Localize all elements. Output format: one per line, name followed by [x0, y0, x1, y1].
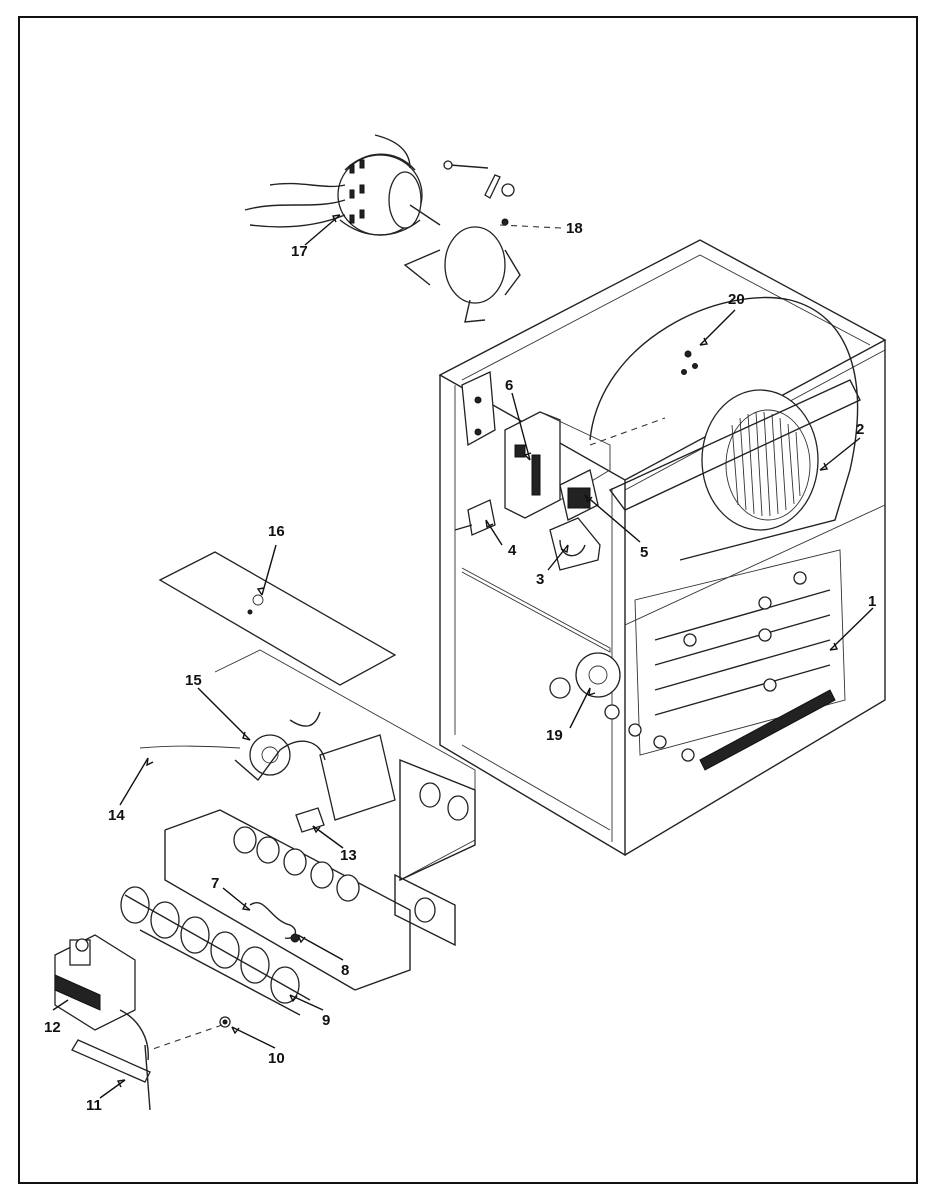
callout-11: 11	[86, 1097, 102, 1114]
burner-box	[164, 649, 476, 991]
gas-pipe	[71, 1039, 151, 1111]
callout-14: 14	[108, 807, 125, 824]
callout-9: 9	[322, 1012, 330, 1029]
callout-6: 6	[505, 377, 513, 394]
callout-7: 7	[211, 875, 219, 892]
furnace-cabinet	[438, 239, 887, 857]
callout-4: 4	[508, 542, 517, 559]
blower-motor	[244, 134, 441, 236]
callout-16: 16	[268, 523, 285, 540]
callout-1: 1	[868, 593, 876, 610]
diagram-frame	[18, 16, 918, 1184]
pipe-connector	[149, 1016, 231, 1051]
door-switch	[454, 499, 496, 536]
callout-2: 2	[856, 421, 864, 438]
callout-8: 8	[341, 962, 349, 979]
blower-assembly	[589, 296, 861, 561]
callout-3: 3	[536, 571, 544, 588]
callout-20: 20	[728, 291, 745, 308]
callout-19: 19	[546, 727, 563, 744]
leader-lines	[52, 214, 874, 1099]
callout-18: 18	[566, 220, 583, 237]
burner-cover-panel	[158, 551, 397, 686]
motor-mount	[403, 160, 521, 323]
callout-labels: 1 2 3 4 5 6 7 8 9 10 11 12 13 14 15 16 1…	[44, 220, 876, 1114]
callout-5: 5	[640, 544, 648, 561]
transformer	[559, 469, 599, 521]
burner-assembly	[120, 886, 311, 1016]
heat-exchanger	[628, 549, 846, 771]
limit-switch	[549, 517, 601, 571]
callout-17: 17	[291, 243, 308, 260]
gas-valve	[54, 934, 149, 1061]
callout-15: 15	[185, 672, 202, 689]
callout-12: 12	[44, 1019, 61, 1036]
callout-13: 13	[340, 847, 357, 864]
pressure-switch	[549, 652, 621, 720]
callout-10: 10	[268, 1050, 285, 1067]
igniter-lead	[139, 745, 241, 749]
